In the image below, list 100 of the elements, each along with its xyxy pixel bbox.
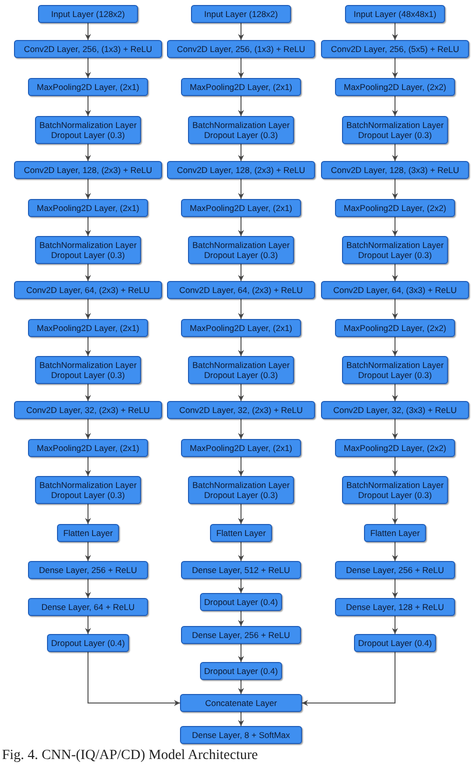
arrow [238,680,244,694]
arrow [238,578,244,594]
arrow [392,96,398,116]
layer-label: MaxPooling2D Layer, (2x1) [36,203,140,213]
layer-label: Dropout Layer (0.3) [358,130,432,140]
layer-label: Flatten Layer [63,528,113,538]
arrow [392,616,398,634]
layer-label: MaxPooling2D Layer, (2x1) [36,82,140,92]
layer-label: Dropout Layer (0.3) [358,490,432,500]
arrow [238,58,244,78]
layer-box [181,199,301,217]
arrow [85,216,91,236]
layer-label: Dropout Layer (0.3) [358,250,432,260]
layer-label: Dense Layer, 8 + SoftMax [192,730,290,740]
arrow [302,652,396,706]
layer-box [28,319,148,337]
layer-label: Conv2D Layer, 32, (2x3) + ReLU [26,405,150,415]
layer-label: BatchNormalization Layer [39,240,137,250]
arrow [392,418,398,440]
layer-label: Dropout Layer (0.4) [51,638,125,648]
layer-label: Input Layer (128x2) [204,9,278,19]
arrow [85,144,91,162]
layer-box [167,401,315,419]
arrow [392,178,398,200]
arrow [238,178,244,200]
layer-box [38,5,138,23]
arrow [238,216,244,236]
layer-label: Dense Layer, 256 + ReLU [38,565,138,575]
layer-label: Flatten Layer [216,528,266,538]
layer-label: Dropout Layer (0.3) [51,490,125,500]
arrow [392,144,398,162]
layer-label: MaxPooling2D Layer, (2x1) [36,443,140,453]
layer-box [167,281,315,299]
layer-box [35,116,141,144]
arrow [392,578,398,598]
layer-label: Dropout Layer (0.3) [51,250,125,260]
layer-box [354,634,436,652]
arrow [238,384,244,402]
layer-box [167,40,315,58]
arrow [392,542,398,562]
layer-box [188,116,294,144]
layer-label: BatchNormalization Layer [192,480,290,490]
layer-label: Dropout Layer (0.3) [51,130,125,140]
layer-box [335,598,455,616]
arrow [85,616,91,634]
arrow [85,336,91,356]
layer-label: Dropout Layer (0.4) [204,666,278,676]
layer-label: Input Layer (128x2) [51,9,125,19]
layer-label: MaxPooling2D Layer, (2x1) [190,323,292,333]
arrow [238,336,244,356]
arrow [238,418,244,440]
layer-label: MaxPooling2D Layer, (2x2) [344,443,446,453]
layer-label: Dropout Layer (0.4) [204,597,278,607]
layer-label: Dropout Layer (0.3) [204,490,278,500]
layer-label: Conv2D Layer, 64, (3x3) + ReLU [333,285,457,295]
arrow [85,578,91,598]
arrow [238,504,244,524]
layer-box [28,561,148,579]
layer-box [28,439,148,457]
arrow [392,298,398,320]
layer-label: BatchNormalization Layer [346,480,444,490]
arrow [85,418,91,440]
layer-box [200,662,282,680]
layer-box [35,476,141,504]
layer-label: Dropout Layer (0.3) [204,250,278,260]
layer-label: MaxPooling2D Layer, (2x1) [36,323,140,333]
layer-box [345,5,445,23]
layer-box [342,116,448,144]
layer-label: BatchNormalization Layer [39,480,137,490]
arrow [85,456,91,476]
layer-label: Dense Layer, 128 + ReLU [346,602,444,612]
layer-box [47,634,129,652]
layer-box [181,561,301,579]
layer-box [167,161,315,179]
layer-label: Conv2D Layer, 128, (2x3) + ReLU [24,165,152,175]
layer-label: MaxPooling2D Layer, (2x1) [190,203,292,213]
arrow [238,264,244,282]
arrow [85,542,91,562]
layer-label: Dense Layer, 256 + ReLU [192,630,290,640]
layer-label: Dense Layer, 512 + ReLU [192,565,290,575]
layer-label: Conv2D Layer, 256, (1x3) + ReLU [176,44,306,54]
layer-box [181,78,301,96]
layer-box [364,524,426,542]
layer-box [335,319,455,337]
layer-box [57,524,119,542]
layer-label: Conv2D Layer, 64, (2x3) + ReLU [26,285,150,295]
layer-box [191,5,291,23]
layer-box [342,236,448,264]
layer-box [28,598,148,616]
layer-label: Concatenate Layer [205,698,277,708]
layer-label: Flatten Layer [370,528,420,538]
layer-label: Dropout Layer (0.3) [51,370,125,380]
layer-label: BatchNormalization Layer [39,120,137,130]
layer-box [210,524,272,542]
arrow [238,96,244,116]
layer-label: Dropout Layer (0.4) [358,638,432,648]
arrow [238,610,244,626]
arrow [238,542,244,562]
figure-caption: Fig. 4. CNN-(IQ/AP/CD) Model Architecture [2,748,258,764]
layer-label: Dropout Layer (0.3) [204,370,278,380]
